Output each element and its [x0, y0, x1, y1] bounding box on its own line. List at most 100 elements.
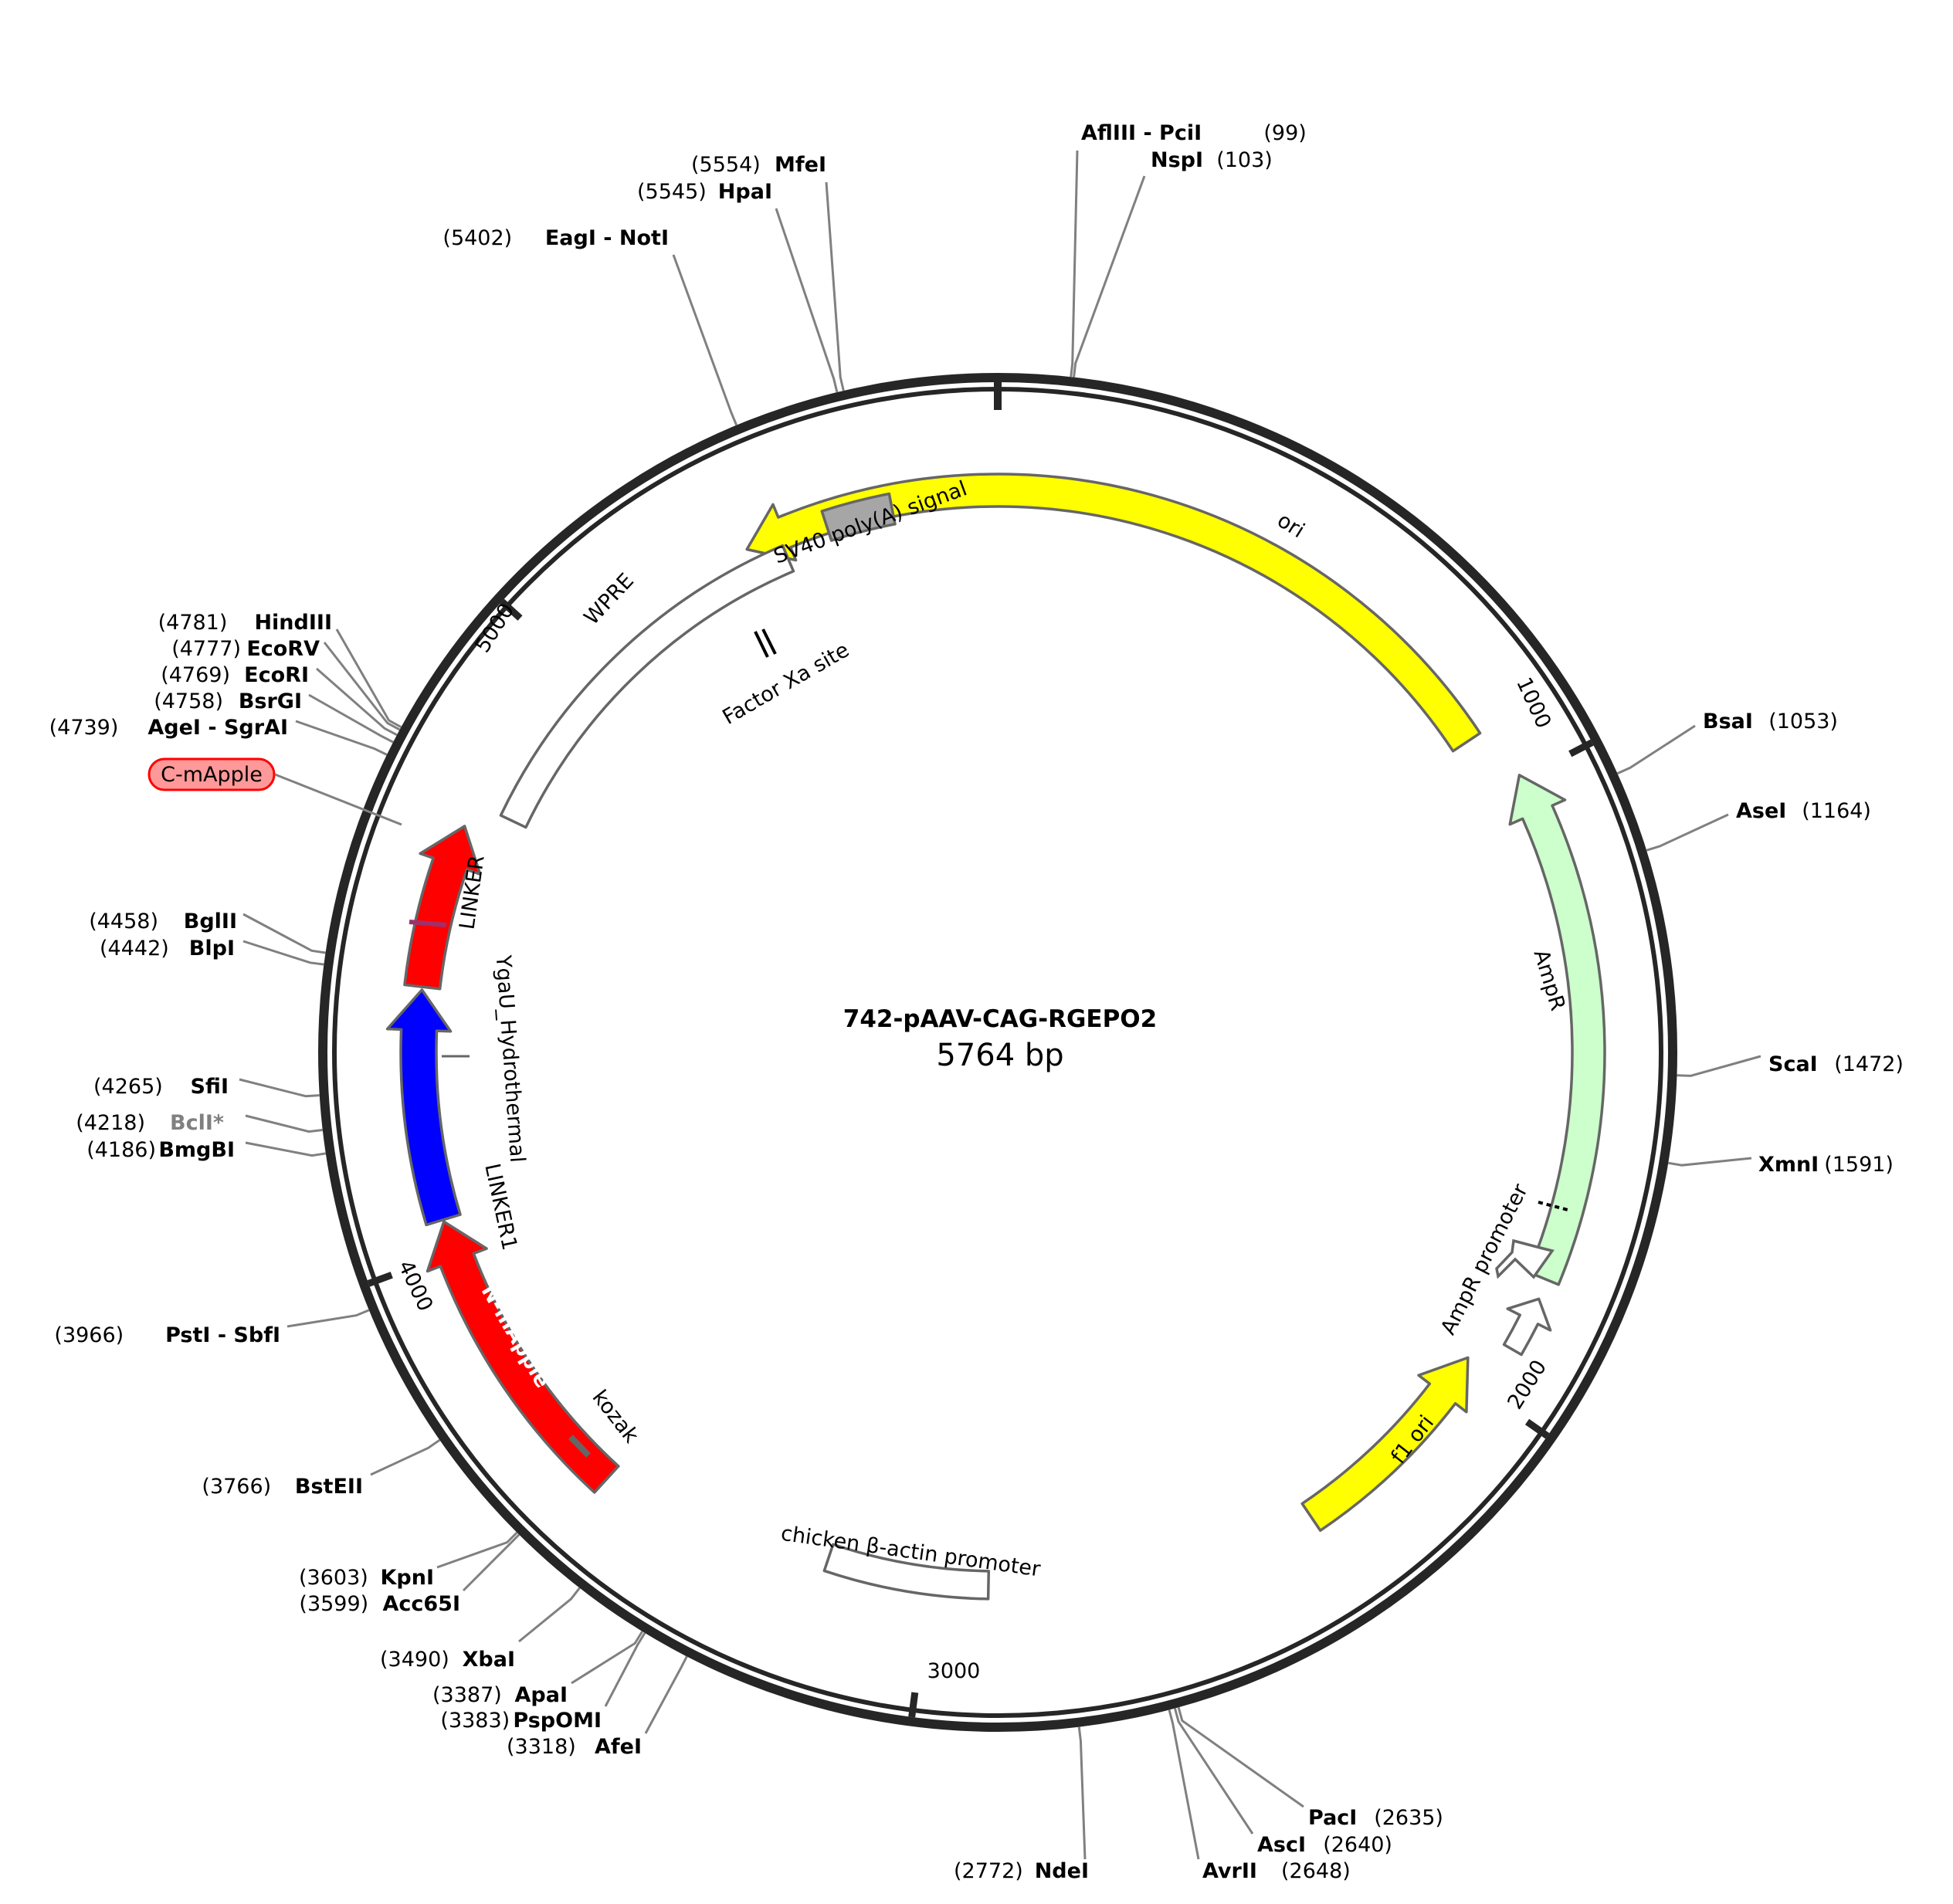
- feature-ygau: [385, 988, 462, 1227]
- site-bsai: BsaI(1053): [1703, 710, 1838, 733]
- site-leader: [295, 720, 388, 756]
- site-agei-sgrai: AgeI - SgrAI (4739): [49, 716, 288, 740]
- site-position: (4781): [158, 611, 228, 635]
- site-hpai: HpaI(5545): [637, 180, 772, 204]
- site-mfei: MfeI (5554): [691, 153, 826, 177]
- site-name: BstEII: [295, 1475, 363, 1499]
- site-pspomi: PspOMI(3383): [440, 1709, 602, 1733]
- site-name: BlpI: [189, 937, 235, 960]
- feature-ori: [745, 473, 1482, 753]
- site-name: AseI: [1736, 799, 1786, 823]
- site-leader: [1070, 150, 1079, 378]
- site-blpi: BlpI (4442): [100, 937, 235, 960]
- site-position: (5402): [442, 226, 512, 250]
- site-leader: [316, 667, 398, 737]
- site-leader: [571, 1631, 643, 1685]
- site-name: Acc65I: [382, 1592, 460, 1616]
- feature-label-c-mapple: C-mApple: [161, 763, 263, 787]
- site-name: BsrGI: [239, 689, 302, 713]
- tick-1000: [1568, 739, 1594, 757]
- site-bsteii: BstEII (3766): [202, 1475, 363, 1499]
- site-bmgbi: BmgBI(4186): [86, 1138, 235, 1162]
- site-leader: [1168, 1709, 1200, 1860]
- site-leader: [775, 208, 839, 393]
- plasmid-length: 5764 bp: [936, 1038, 1063, 1073]
- site-position: (1472): [1834, 1052, 1904, 1076]
- site-leader: [242, 940, 324, 966]
- site-name: AvrII: [1202, 1859, 1257, 1883]
- site-position: (4442): [100, 937, 169, 960]
- site-name: MfeI: [775, 153, 826, 177]
- feature-f1-ori: [1300, 1356, 1470, 1533]
- feature-ampr: [1508, 774, 1606, 1286]
- site-position: (4758): [154, 689, 223, 713]
- site-position: (2635): [1374, 1806, 1443, 1830]
- site-name: HindIII: [254, 611, 332, 635]
- site-position: (1164): [1802, 799, 1871, 823]
- site-leader: [242, 913, 326, 954]
- site-name: AgeI - SgrAI: [147, 716, 288, 740]
- feature-label-ori: ori: [1273, 508, 1308, 543]
- site-ecori: EcoRI(4769): [161, 663, 309, 687]
- site-position: (3766): [202, 1475, 271, 1499]
- site-leader: [1668, 1157, 1752, 1167]
- site-name: BmgBI: [158, 1138, 235, 1162]
- feature-label-factor-xa: Factor Xa site: [718, 638, 853, 730]
- site-name: PacI: [1308, 1806, 1357, 1830]
- site-leader: [604, 1632, 646, 1707]
- site-position: (103): [1216, 148, 1273, 172]
- linker1-mark: [409, 920, 447, 927]
- tick-label-2000: 2000: [1503, 1356, 1551, 1414]
- site-acc65i: Acc65I(3599): [299, 1592, 460, 1616]
- site-asci: AscI(2640): [1257, 1833, 1392, 1857]
- site-leader: [245, 1114, 323, 1133]
- site-labels: AflIII - PciI(99)NspI(103)BsaI(1053)AseI…: [49, 121, 1904, 1883]
- ampr-promoter-arrow: [1495, 1238, 1555, 1279]
- site-position: (4739): [49, 716, 119, 740]
- site-ndei: NdeI(2772): [954, 1859, 1089, 1883]
- site-asei: AseI (1164): [1736, 799, 1871, 823]
- site-leader: [1073, 175, 1146, 378]
- site-position: (3383): [440, 1709, 510, 1733]
- c-mapple-badge: [147, 757, 276, 791]
- site-paci: PacI (2635): [1308, 1806, 1443, 1830]
- site-leader: [239, 1078, 320, 1098]
- site-position: (5554): [691, 153, 761, 177]
- site-name: AflIII - PciI: [1081, 121, 1202, 145]
- site-avrii: AvrII(2648): [1202, 1859, 1351, 1883]
- feature-label-wpre: WPRE: [580, 569, 639, 630]
- ampr-dotted-mark: [1538, 1201, 1572, 1212]
- site-leader: [825, 181, 845, 391]
- site-name: PstI - SbfI: [165, 1323, 280, 1347]
- site-position: (5545): [637, 180, 707, 204]
- site-position: (99): [1263, 121, 1306, 145]
- site-afei: AfeI(3318): [507, 1735, 642, 1759]
- site-name: KpnI: [380, 1566, 434, 1590]
- site-name: EcoRV: [246, 637, 320, 661]
- site-leader: [1077, 1726, 1087, 1860]
- feature-label-linker1: LINKER1: [480, 1161, 521, 1252]
- site-name: BsaI: [1703, 710, 1753, 733]
- site-eagi-noti: EagI - NotI(5402): [442, 226, 669, 250]
- feature-n-mapple: [426, 1220, 620, 1494]
- site-name: XbaI: [463, 1648, 515, 1672]
- site-leader: [287, 1309, 370, 1328]
- site-leader: [323, 642, 401, 731]
- site-name: ScaI: [1768, 1052, 1818, 1076]
- site-position: (4458): [89, 910, 158, 933]
- site-leader: [308, 693, 394, 744]
- site-afliii-pcii: AflIII - PciI (99): [1081, 121, 1307, 145]
- feature-label-ygau: YgaU_Hydrothermal: [491, 954, 530, 1164]
- site-name: BclI*: [170, 1111, 224, 1135]
- site-position: (2640): [1323, 1833, 1392, 1857]
- site-name: ApaI: [515, 1683, 568, 1707]
- site-position: (1591): [1824, 1153, 1894, 1177]
- site-leader: [644, 1655, 688, 1734]
- site-name: BglII: [184, 910, 237, 933]
- site-name: XmnI: [1758, 1153, 1819, 1177]
- site-name: PspOMI: [513, 1709, 602, 1733]
- plasmid-name: 742-pAAV-CAG-RGEPO2: [843, 1005, 1157, 1033]
- site-leader: [518, 1587, 581, 1643]
- site-bglii: BglII (4458): [89, 910, 237, 933]
- site-name: EcoRI: [244, 663, 309, 687]
